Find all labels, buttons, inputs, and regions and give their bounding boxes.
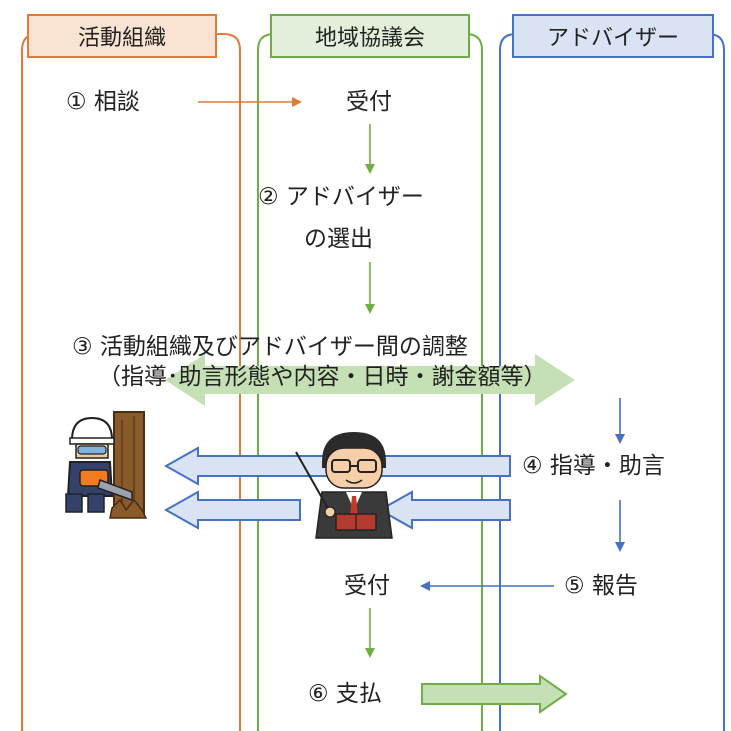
step5-report: ⑤ 報告 [564, 573, 638, 599]
guidance-block-arrow-lower-right [377, 490, 511, 530]
payment-block-arrow [421, 674, 568, 714]
step1-consult: ① 相談 [66, 89, 140, 115]
header-regional-council: 地域協議会 [270, 14, 470, 58]
guidance-block-arrow-lower-left [163, 490, 301, 530]
step-receive-1: 受付 [346, 89, 392, 115]
forest-worker-chainsaw-icon [65, 411, 148, 519]
header-activity-org: 活動組織 [27, 14, 217, 58]
step2-select-line2: の選出 [304, 226, 373, 252]
advisor-teacher-icon [295, 432, 393, 539]
step2-select-line1: ② アドバイザー [258, 184, 424, 210]
step6-payment: ⑥ 支払 [308, 681, 382, 707]
coordination-double-arrow [165, 354, 575, 406]
header-activity-org-label: 活動組織 [77, 26, 166, 51]
header-advisor-label: アドバイザー [546, 26, 679, 51]
step-receive-2: 受付 [344, 573, 390, 599]
step3-coordination-line1: ③ 活動組織及びアドバイザー間の調整 [72, 334, 468, 360]
header-regional-council-label: 地域協議会 [314, 26, 425, 51]
header-advisor: アドバイザー [512, 14, 714, 58]
step3-coordination-line2: （指導･助言形態や内容・日時・謝金額等） [98, 364, 547, 390]
step4-guidance: ④ 指導・助言 [522, 453, 665, 479]
step3-coordination: ③ 活動組織及びアドバイザー間の調整 （指導･助言形態や内容・日時・謝金額等） [72, 332, 672, 392]
